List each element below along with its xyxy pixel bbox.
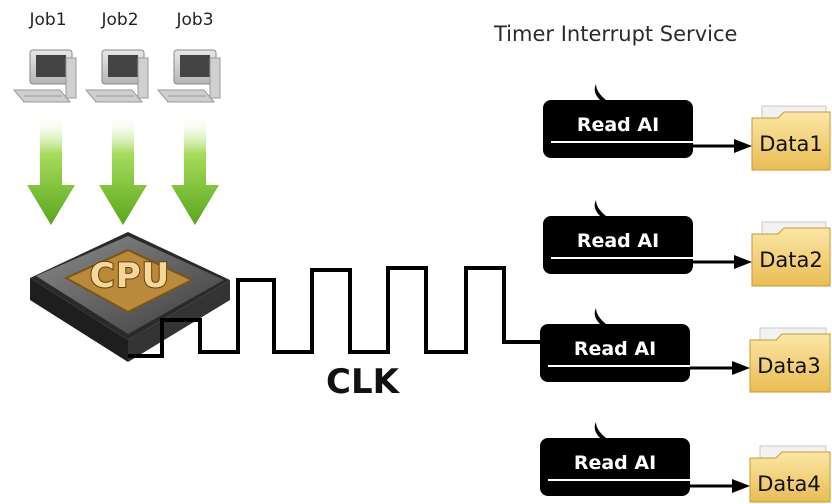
read-ai-label-1: Read AI [576, 113, 660, 137]
read-ai-label-3: Read AI [573, 337, 657, 361]
output-arrow-4 [690, 479, 750, 493]
output-arrow-1 [693, 139, 752, 153]
output-arrow-2 [693, 255, 752, 269]
cpu-label: CPU [89, 255, 171, 297]
computer-icon-job2 [84, 49, 149, 103]
data-label-3: Data3 [757, 354, 821, 378]
read-ai-box-2 [543, 200, 693, 274]
job-label-3: Job3 [176, 10, 214, 30]
job-label-1: Job1 [29, 10, 67, 30]
data-label-1: Data1 [759, 132, 823, 156]
read-ai-box-3 [540, 308, 690, 382]
computer-icon-job1 [12, 49, 77, 103]
folder-icon-data4 [749, 445, 831, 503]
arrow-job2-to-cpu [99, 115, 147, 225]
output-arrow-3 [690, 361, 750, 375]
arrow-job1-to-cpu [27, 115, 75, 225]
clk-label: CLK [326, 362, 399, 402]
read-ai-box-4 [540, 422, 690, 496]
job-label-2: Job2 [101, 10, 139, 30]
arrow-job3-to-cpu [171, 115, 219, 225]
service-title: Timer Interrupt Service [494, 22, 738, 46]
read-ai-box-1 [543, 84, 693, 158]
cpu-chip-icon [30, 232, 230, 362]
folder-icon-data2 [751, 221, 831, 287]
computer-icon-job3 [156, 49, 221, 103]
read-ai-label-2: Read AI [576, 229, 660, 253]
folder-icon-data1 [751, 105, 831, 171]
data-label-2: Data2 [759, 248, 823, 272]
folder-icon-data3 [749, 327, 831, 393]
data-label-4: Data4 [757, 472, 821, 496]
clock-waveform [128, 266, 544, 358]
read-ai-label-4: Read AI [573, 451, 657, 475]
